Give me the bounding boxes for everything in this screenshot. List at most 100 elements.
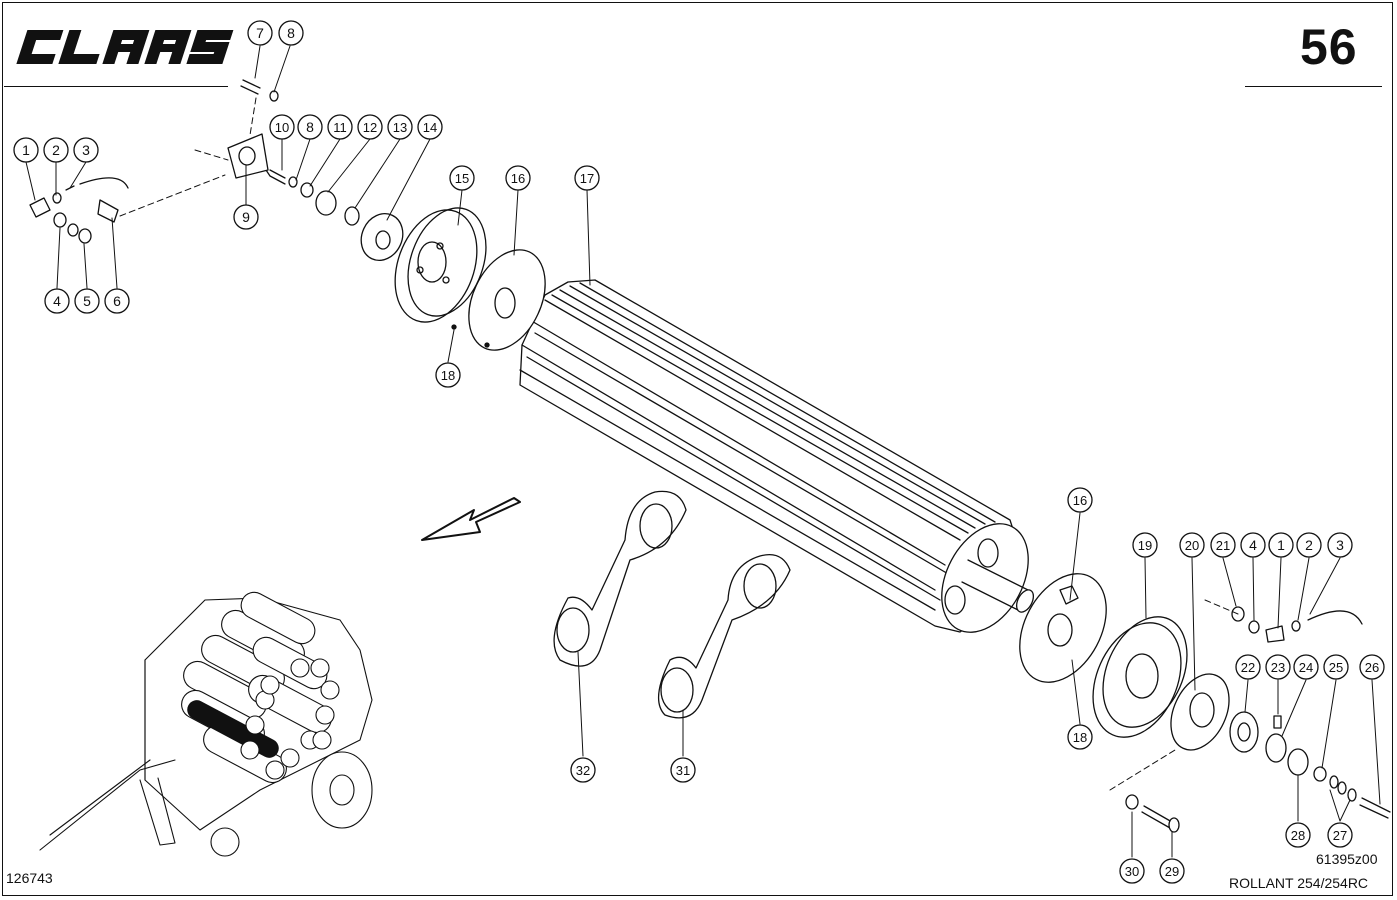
callout-12: 12	[357, 114, 383, 140]
callout-circle	[1327, 532, 1353, 558]
callout-label: 17	[580, 171, 594, 186]
callout-8: 8	[278, 20, 304, 46]
callout-label: 10	[275, 120, 289, 135]
callout-18: 18	[435, 362, 461, 388]
callout-30: 30	[1119, 858, 1145, 884]
callout-circle	[574, 165, 600, 191]
callout-31: 31	[670, 757, 696, 783]
callout-label: 5	[83, 293, 91, 309]
callout-11: 11	[327, 114, 353, 140]
thin-disc	[468, 249, 546, 351]
claas-logo	[16, 30, 234, 64]
callout-7: 7	[247, 20, 273, 46]
callout-circle	[1159, 858, 1185, 884]
baler-overview-sketch	[39, 591, 373, 857]
callout-4: 4	[44, 288, 70, 314]
callout-circle	[1119, 858, 1145, 884]
callout-circle	[74, 288, 100, 314]
callout-label: 2	[1305, 537, 1313, 553]
callout-16: 16	[1067, 487, 1093, 513]
callout-label: 31	[676, 763, 690, 778]
ring-24	[1265, 733, 1287, 763]
washer-11	[300, 182, 314, 198]
bearing-12	[315, 190, 337, 216]
callout-28: 28	[1285, 822, 1311, 848]
callout-circle	[435, 362, 461, 388]
callout-18: 18	[1067, 724, 1093, 750]
callout-5: 5	[74, 288, 100, 314]
callout-label: 8	[306, 119, 314, 135]
link-plate-31	[658, 553, 791, 719]
callout-circle	[1323, 654, 1349, 680]
flange-disc-right	[1092, 616, 1188, 738]
callout-24: 24	[1293, 654, 1319, 680]
flange-disc	[394, 207, 487, 323]
callout-10: 10	[269, 114, 295, 140]
callout-circle	[44, 288, 70, 314]
callout-circle	[233, 204, 259, 230]
drawing-reference: 126743	[6, 870, 53, 886]
callout-circle	[1067, 724, 1093, 750]
callout-16: 16	[505, 165, 531, 191]
callout-circle	[1296, 532, 1322, 558]
callout-circle	[1210, 532, 1236, 558]
callout-label: 3	[1336, 537, 1344, 553]
callout-8: 8	[297, 114, 323, 140]
callout-21: 21	[1210, 532, 1236, 558]
callout-circle	[570, 757, 596, 783]
callout-2: 2	[1296, 532, 1322, 558]
callout-3: 3	[73, 137, 99, 163]
header-rule	[4, 86, 228, 87]
model-name: ROLLANT 254/254RC	[1229, 875, 1369, 891]
callout-label: 30	[1125, 864, 1139, 879]
callout-label: 6	[113, 293, 121, 309]
washer-25	[1287, 748, 1309, 776]
callout-26: 26	[1359, 654, 1385, 680]
callout-label: 12	[363, 120, 377, 135]
callout-13: 13	[387, 114, 413, 140]
link-plate-32	[553, 490, 687, 667]
callout-circle	[417, 114, 443, 140]
callout-label: 11	[333, 120, 347, 135]
callout-circle	[247, 20, 273, 46]
callout-circle	[297, 114, 323, 140]
callout-label: 27	[1333, 828, 1347, 843]
thin-disc-right	[1019, 573, 1107, 683]
callout-label: 19	[1138, 538, 1152, 553]
bearing-housing-right	[1170, 673, 1230, 751]
callout-label: 4	[53, 293, 61, 309]
callout-9: 9	[233, 204, 259, 230]
callout-label: 1	[22, 142, 30, 158]
bearing-22	[1229, 711, 1259, 753]
callout-circle	[1240, 532, 1266, 558]
callout-circle	[73, 137, 99, 163]
callout-circle	[1265, 654, 1291, 680]
callout-label: 23	[1271, 660, 1285, 675]
callout-label: 22	[1241, 660, 1255, 675]
callout-label: 32	[576, 763, 590, 778]
callout-2: 2	[43, 137, 69, 163]
callout-1: 1	[13, 137, 39, 163]
callout-label: 18	[441, 368, 455, 383]
callout-label: 20	[1185, 538, 1199, 553]
callout-circle	[104, 288, 130, 314]
nipple-1	[29, 197, 51, 218]
callout-23: 23	[1265, 654, 1291, 680]
callout-label: 29	[1165, 864, 1179, 879]
direction-arrow	[421, 497, 521, 541]
callout-1: 1	[1268, 532, 1294, 558]
callout-circle	[1179, 532, 1205, 558]
callout-label: 15	[455, 171, 469, 186]
callout-label: 26	[1365, 660, 1379, 675]
callout-circle	[327, 114, 353, 140]
callout-22: 22	[1235, 654, 1261, 680]
callout-3: 3	[1327, 532, 1353, 558]
callout-20: 20	[1179, 532, 1205, 558]
callout-circle	[505, 165, 531, 191]
header-rule	[1245, 86, 1382, 87]
callout-label: 3	[82, 142, 90, 158]
callout-circle	[1293, 654, 1319, 680]
